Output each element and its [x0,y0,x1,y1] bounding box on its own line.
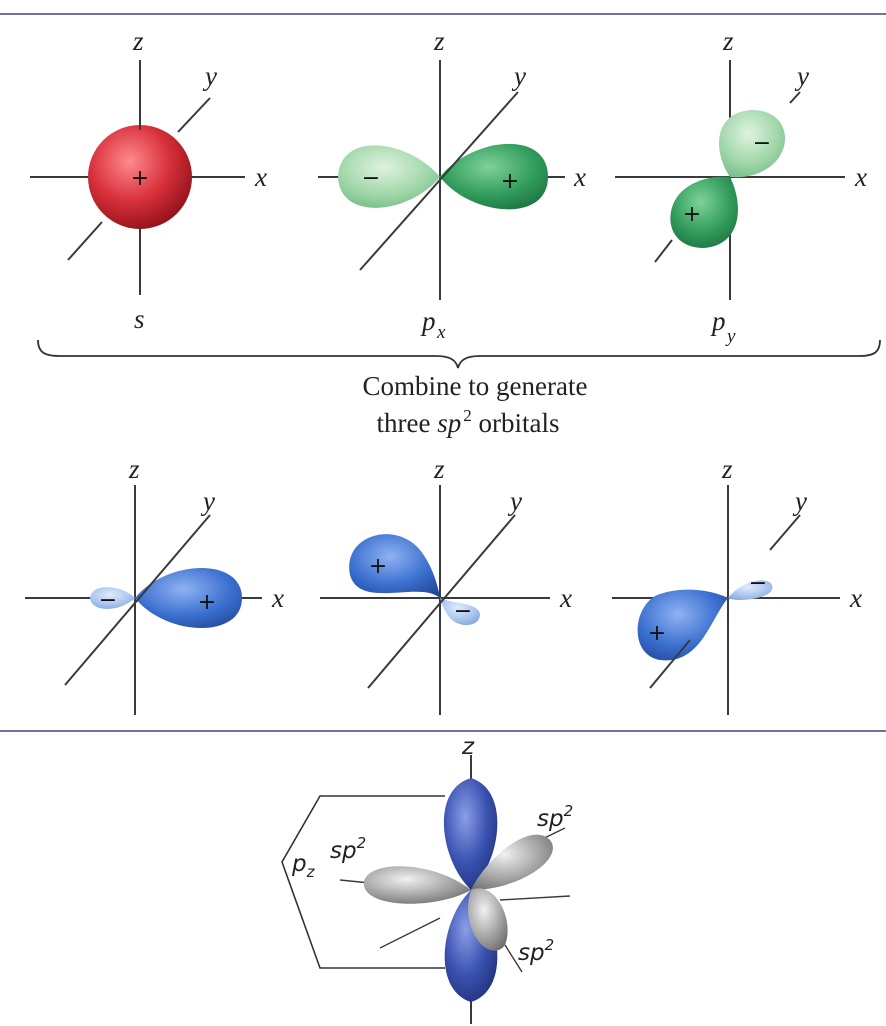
sp2-1-plus-sign: + [198,590,216,615]
sp2-label-upper-right-sup: 2 [564,802,574,820]
sp2-2-large-lobe [349,534,440,598]
sp2-label-left: sp2 [330,834,366,864]
sp2-label-lower-right-sup: 2 [545,936,555,954]
py-z-axis-label: z [722,26,734,56]
caption-sp: sp [437,408,461,438]
s-orbital-sphere [88,125,192,229]
pz-label-subscript: z [306,863,316,881]
s-plus-sign: + [131,166,149,191]
sp2-label-left-sup: 2 [357,834,367,852]
sp2-front-lobe [467,888,508,951]
px-plus-sign: + [501,169,519,194]
sp2-1-y-axis-label: y [200,486,215,516]
s-x-axis-label: x [254,162,267,192]
sp2-2-y-axis-label: y [507,486,522,516]
px-z-axis-label: z [433,26,445,56]
px-positive-lobe [440,143,548,210]
s-y-axis-label: y [202,61,217,91]
caption-sup: 2 [463,406,472,425]
sp2-orbital-3-diagram: − + z y x [612,454,862,715]
combine-brace [37,339,881,369]
sp2-1-x-axis-label: x [271,583,284,613]
px-orbital-label: p [420,306,436,336]
s-orbital-label: s [134,304,145,334]
sp2-3-z-axis-label: z [721,454,733,484]
sp2-1-z-axis-label: z [128,454,140,484]
px-orbital-subscript: x [436,322,446,343]
px-y-axis-label: y [511,61,526,91]
py-x-axis-label: x [854,162,867,192]
caption-line-1: Combine to generate [363,371,588,401]
py-negative-lobe [719,110,786,178]
sp2-1-minus-sign: − [99,588,117,613]
py-orbital-label: p [710,306,726,336]
py-y-axis-label: y [794,61,809,91]
sp2-3-x-axis-label: x [849,583,862,613]
px-x-axis-label: x [573,162,586,192]
sp2-label-left-base: sp [330,838,357,864]
sp2-3-plus-sign: + [648,621,666,646]
px-negative-lobe [338,145,440,208]
sp2-1-small-lobe [90,587,135,609]
px-minus-sign: − [362,166,380,191]
sp2-label-lower-right-base: sp [518,940,545,966]
sp2-1-large-lobe [135,567,242,629]
sp2-label-upper-right: sp2 [537,802,573,832]
py-positive-lobe [670,176,738,248]
caption-orbitals: orbitals [472,408,560,438]
sp2-2-minus-sign: − [454,599,472,624]
sp2-pz-model: z pz sp2 sp2 sp2 [281,734,573,1024]
sp2-right-lobe [471,834,553,890]
py-plus-sign: + [683,202,701,227]
py-orbital-subscript: y [725,326,736,347]
sp2-orbital-1-diagram: − + z y x [25,454,284,715]
sp2-orbital-2-diagram: + − z y x [320,454,572,715]
sp2-3-small-lobe [728,580,773,600]
sp2-2-small-lobe [440,598,480,626]
pz-label: pz [291,851,316,881]
sp2-left-lobe [363,866,471,904]
s-z-axis-label: z [132,26,144,56]
pz-bracket [281,795,445,969]
model-z-label: z [461,734,475,760]
sp2-label-upper-right-base: sp [537,806,564,832]
sp2-2-z-axis-label: z [433,454,445,484]
s-orbital-diagram: + z y x s [30,26,267,334]
py-orbital-diagram: − + z y x p y [615,26,867,347]
pz-label-base: p [291,851,307,877]
sp2-label-lower-right: sp2 [518,936,554,966]
sp2-3-minus-sign: − [749,571,767,596]
sp2-3-large-lobe [637,589,728,661]
py-minus-sign: − [753,131,771,156]
sp2-2-x-axis-label: x [559,583,572,613]
pz-top-lobe [443,778,498,890]
px-orbital-diagram: − + z y x p x [318,26,586,343]
caption-three: three [377,408,438,438]
sp2-3-y-axis-label: y [792,486,807,516]
sp2-2-plus-sign: + [369,554,387,579]
